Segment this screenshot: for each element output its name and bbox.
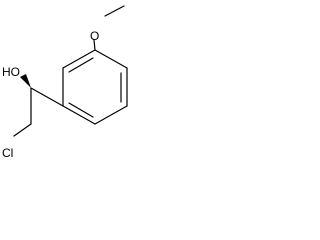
bond-o-ring	[93, 39, 96, 51]
atom-label-methoxy-oxygen: O	[90, 29, 99, 43]
bond-ring-1	[94, 49, 128, 69]
atom-label-chlorine: Cl	[2, 146, 13, 160]
bond-ring-double-2	[68, 102, 94, 118]
bond-ring-4	[62, 105, 96, 125]
atom-label-hydroxyl: HO	[2, 65, 20, 79]
bond-ch2-cl	[13, 123, 32, 137]
bond-ring-6	[62, 49, 96, 69]
bond-methyl-o	[104, 5, 125, 17]
chemical-structure-diagram: O HO Cl	[2, 5, 128, 160]
bond-ring-stereocenter	[30, 87, 64, 107]
stereo-wedge-bond	[20, 74, 31, 88]
bond-ring-3	[94, 105, 128, 125]
bond-ring-double-3	[68, 57, 94, 73]
